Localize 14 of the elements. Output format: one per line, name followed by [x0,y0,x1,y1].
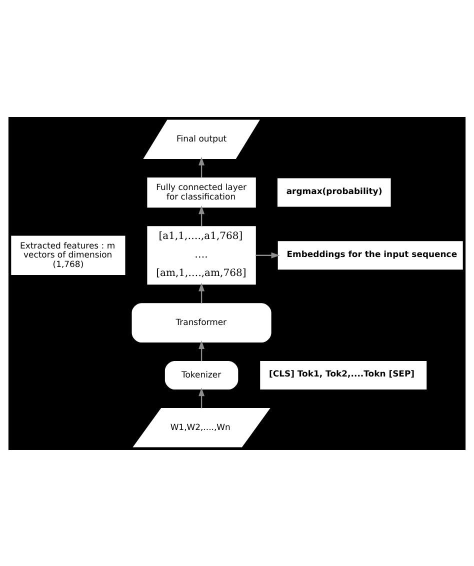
node-box: argmax(probability) [277,178,391,206]
arrow [198,387,205,408]
arrow [198,205,205,226]
node-box: [a1,1,….,a1,768] …. [am,1,….,am,768] [147,226,256,284]
node-box: Tokenizer [164,360,238,389]
node-box: Extracted features : m vectors of dimension (1,768) [11,235,126,275]
node-box: [CLS] Tok1, Tok2,....Tokn [SEP] [260,360,427,389]
arrow [198,156,205,178]
arrow [198,340,205,361]
node-box: Fully connected layer for classification [147,177,256,208]
node-box: Embeddings for the input sequence [278,240,463,270]
arrow [198,282,205,303]
arrow [256,252,280,258]
node-box: Transformer [132,302,272,342]
